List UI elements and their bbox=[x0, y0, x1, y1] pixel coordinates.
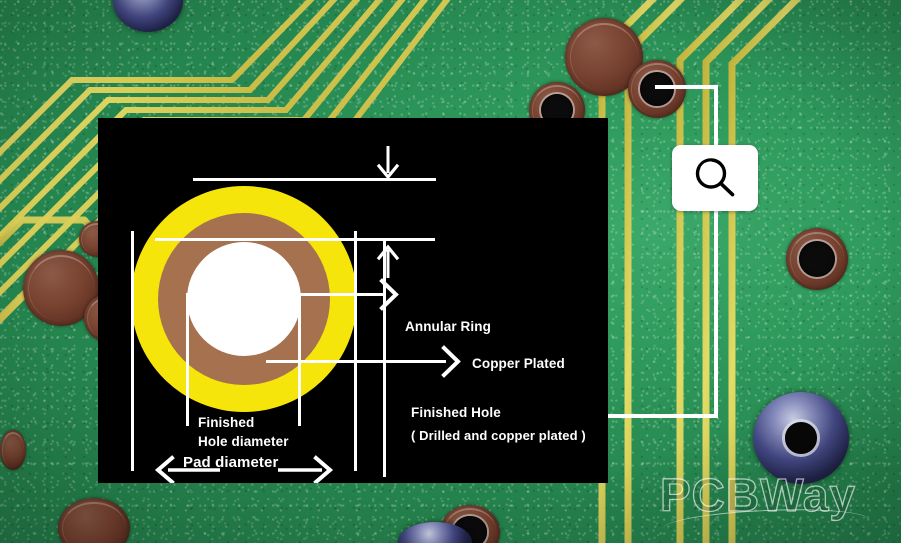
annular-ring-bottom-line bbox=[155, 238, 435, 241]
magnifier-button[interactable] bbox=[672, 145, 758, 211]
annular-ring-top-line bbox=[193, 178, 436, 181]
pcb-plated-through-hole bbox=[628, 60, 686, 118]
finished-hole-arrowhead bbox=[379, 278, 399, 311]
diagram-vertical-guide-right bbox=[383, 238, 386, 477]
annular-ring-diagram: Annular Ring Finished Hole ( Drilled and… bbox=[98, 118, 608, 483]
callout-connector-bottom bbox=[600, 414, 688, 418]
search-icon bbox=[695, 158, 735, 197]
pcb-solder-joint bbox=[398, 522, 472, 543]
pad-diameter-double-arrow bbox=[154, 455, 334, 483]
pcb-plated-through-hole bbox=[786, 228, 848, 290]
pcb-solder-joint-with-hole bbox=[753, 392, 849, 484]
pcb-copper-pad bbox=[0, 430, 26, 470]
copper-plated-arrowhead bbox=[441, 345, 461, 378]
hole-diameter-extension-right bbox=[298, 293, 301, 426]
label-finished-line1: Finished bbox=[198, 415, 255, 430]
label-pad-diameter: Pad diameter bbox=[183, 454, 279, 471]
label-finished-hole-sub: ( Drilled and copper plated ) bbox=[411, 428, 586, 443]
label-annular-ring: Annular Ring bbox=[405, 319, 491, 334]
finished-hole-circle bbox=[187, 242, 301, 356]
pad-diameter-extension-right bbox=[354, 231, 357, 471]
pcb-copper-pad bbox=[58, 498, 130, 543]
label-finished-hole: Finished Hole bbox=[411, 405, 501, 420]
pad-diameter-extension-left bbox=[131, 231, 134, 471]
annular-ring-down-arrow bbox=[376, 146, 400, 180]
zoom-callout-bracket bbox=[683, 85, 718, 418]
annular-ring-up-arrow bbox=[376, 244, 400, 278]
hole-diameter-extension-left bbox=[186, 293, 189, 426]
callout-connector-top bbox=[655, 85, 687, 89]
label-finished-line2: Hole diameter bbox=[198, 434, 289, 449]
label-copper-plated: Copper Plated bbox=[472, 356, 565, 371]
